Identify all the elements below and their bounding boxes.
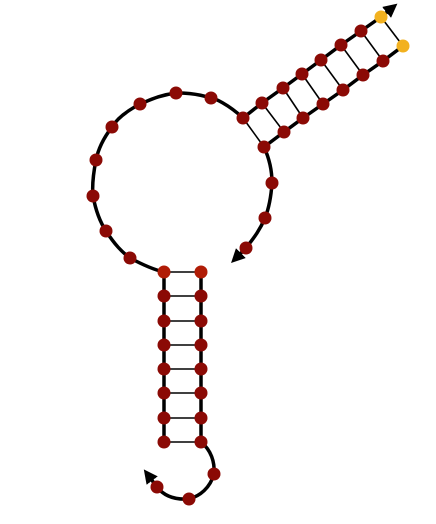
terminal-nucleotide <box>374 10 388 24</box>
nucleotide <box>157 338 171 352</box>
nucleotide <box>295 67 309 81</box>
tail-backbone-right <box>231 145 274 263</box>
nucleotide <box>157 314 171 328</box>
nucleotide <box>194 362 208 376</box>
nucleotide <box>354 24 368 38</box>
nucleotide <box>336 83 350 97</box>
nucleotide <box>194 265 208 279</box>
nucleotide <box>86 189 100 203</box>
nucleotide <box>194 386 208 400</box>
nucleotide <box>255 96 269 110</box>
nucleotide <box>276 81 290 95</box>
nucleotide <box>89 153 103 167</box>
nucleotide <box>257 140 271 154</box>
nucleotide <box>169 86 183 100</box>
nucleotide <box>105 120 119 134</box>
nucleotide <box>194 314 208 328</box>
nucleotide <box>316 97 330 111</box>
nucleotide <box>376 54 390 68</box>
nucleotide <box>194 411 208 425</box>
nucleotide <box>157 435 171 449</box>
nucleotide <box>194 338 208 352</box>
hairpin-loop-backbone <box>143 440 216 501</box>
nucleotide <box>314 53 328 67</box>
nucleotide <box>296 111 310 125</box>
nucleotide <box>157 362 171 376</box>
nucleotide <box>133 97 147 111</box>
nucleotide <box>239 241 253 255</box>
terminal-nucleotide <box>396 39 410 53</box>
nucleotide <box>157 411 171 425</box>
nucleotide <box>194 435 208 449</box>
nucleotide <box>99 224 113 238</box>
nucleotide <box>204 91 218 105</box>
nucleotide <box>265 176 279 190</box>
large-loop-backbone <box>90 91 245 274</box>
nucleotide <box>236 111 250 125</box>
nucleotide <box>207 467 221 481</box>
nucleotide <box>157 265 171 279</box>
nucleotide <box>123 251 137 265</box>
nucleotide <box>194 289 208 303</box>
nucleotide <box>150 480 164 494</box>
nucleotide <box>334 38 348 52</box>
nucleotides <box>86 10 410 506</box>
nucleotide <box>258 211 272 225</box>
nucleotide <box>277 125 291 139</box>
nucleotide <box>157 386 171 400</box>
nucleotide <box>157 289 171 303</box>
nucleotide <box>356 68 370 82</box>
nucleotide <box>182 492 196 506</box>
